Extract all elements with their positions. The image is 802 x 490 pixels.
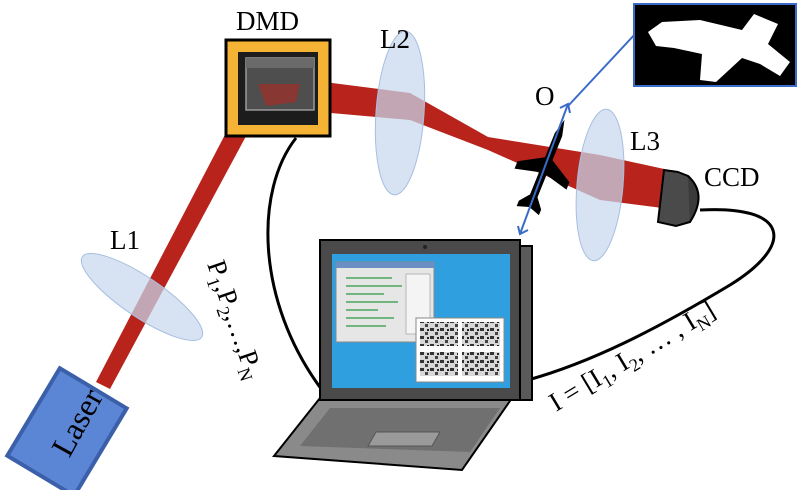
- laptop: [272, 239, 533, 472]
- cable-ccd-to-laptop: [527, 208, 776, 382]
- label-patterns: P1,P2,…,PN: [198, 256, 270, 384]
- object-pointer-line: [567, 31, 638, 107]
- lens-l3: [575, 108, 625, 262]
- label-object: O: [535, 81, 555, 111]
- lens-l1: [80, 252, 204, 342]
- laser-source: [4, 365, 130, 490]
- lens-l2: [374, 30, 426, 196]
- axial-motion-arrow: [517, 102, 571, 236]
- reconstruction-inset: [633, 3, 797, 87]
- label-intensities: I = [I1, I2, … , IN]: [544, 295, 723, 421]
- dmd-device: [224, 38, 332, 138]
- cable-dmd-to-laptop: [266, 137, 324, 391]
- label-l3: L3: [630, 126, 660, 156]
- label-dmd: DMD: [236, 6, 299, 36]
- object-airplane: [514, 119, 570, 216]
- label-ccd: CCD: [704, 162, 760, 192]
- ccd-camera: [656, 168, 700, 228]
- label-l1: L1: [110, 225, 140, 255]
- label-l2: L2: [380, 24, 410, 54]
